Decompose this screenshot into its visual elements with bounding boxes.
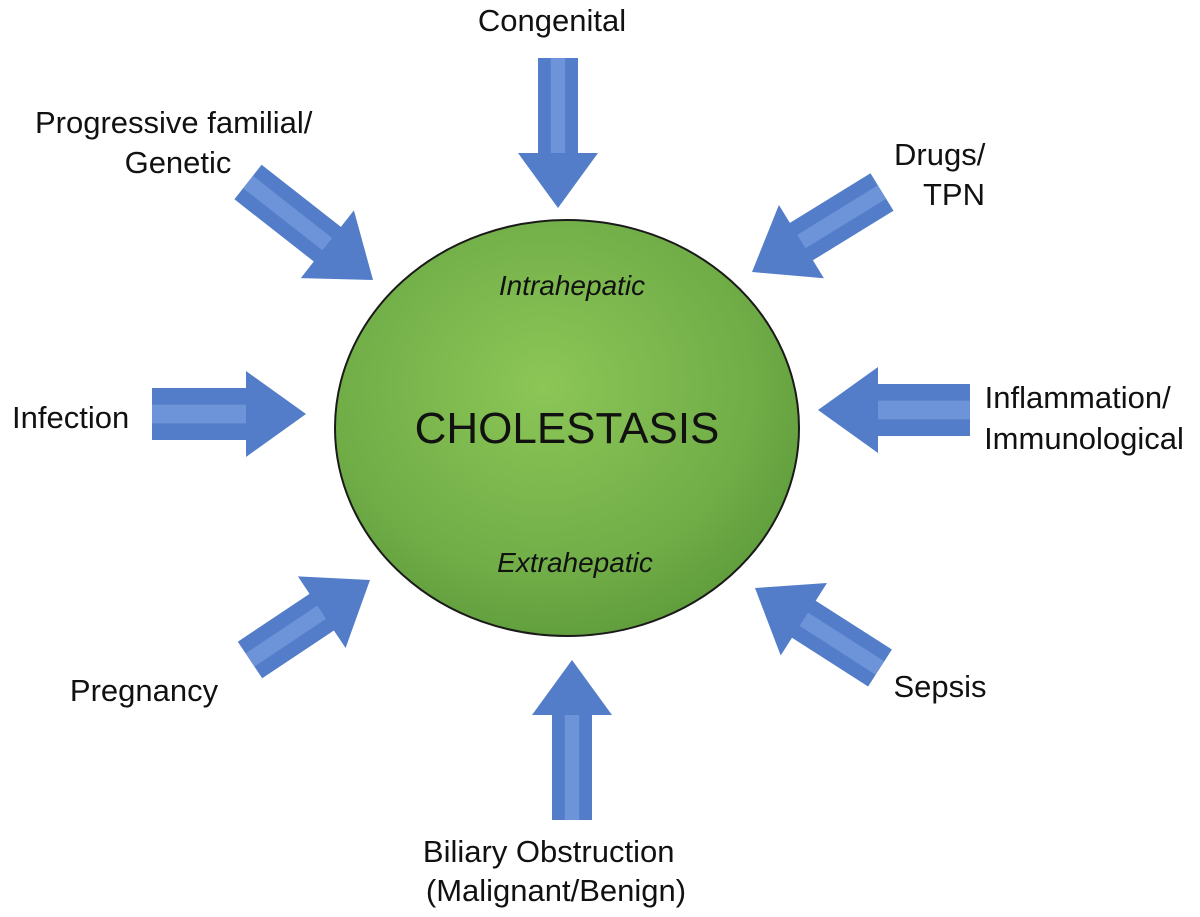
drugs-arrow-highlight: [797, 185, 887, 249]
cause-biliary-label: Biliary Obstruction (Malignant/Benign): [423, 834, 686, 908]
congenital-arrow: [518, 58, 598, 208]
infection-arrow-highlight: [152, 404, 246, 424]
biliary-arrow-highlight: [564, 715, 580, 820]
cause-biliary-line2: (Malignant/Benign): [426, 873, 686, 908]
sepsis-arrow-highlight: [799, 612, 885, 675]
inflammation-arrow-highlight: [878, 400, 970, 420]
cause-progressive-label: Progressive familial/ Genetic: [35, 105, 321, 180]
center-title: CHOLESTASIS: [415, 404, 720, 453]
cause-infection-label: Infection: [12, 400, 129, 435]
congenital-arrow-highlight: [550, 58, 566, 153]
cause-congenital-label: Congenital: [478, 3, 626, 38]
pregnancy-arrow: [237, 576, 370, 679]
cause-biliary-line1: Biliary Obstruction: [423, 834, 675, 869]
cause-drugs-line2: TPN: [923, 177, 985, 212]
inflammation-arrow: [818, 367, 970, 453]
center-top-label: Intrahepatic: [499, 270, 645, 301]
pregnancy-arrow-highlight: [245, 605, 327, 667]
cause-drugs-label: Drugs/ TPN: [894, 137, 994, 212]
progressive-arrow: [234, 164, 373, 280]
arrow-group: [152, 58, 970, 820]
cause-inflammation-line2: Immunological: [984, 421, 1184, 456]
infection-arrow: [152, 371, 306, 457]
cause-drugs-line1: Drugs/: [894, 137, 986, 172]
cause-sepsis-label: Sepsis: [893, 669, 986, 704]
cause-inflammation-label: Inflammation/ Immunological: [984, 380, 1184, 456]
cause-progressive-line2: Genetic: [125, 145, 232, 180]
biliary-arrow: [532, 660, 612, 820]
cholestasis-circle: [334, 219, 800, 637]
progressive-arrow-highlight: [243, 175, 333, 251]
cause-inflammation-line1: Inflammation/: [985, 380, 1171, 415]
cause-progressive-line1: Progressive familial/: [35, 105, 313, 140]
center-bottom-label: Extrahepatic: [497, 547, 653, 578]
cause-pregnancy-label: Pregnancy: [70, 673, 219, 708]
sepsis-arrow: [755, 583, 892, 687]
drugs-arrow: [752, 173, 894, 279]
